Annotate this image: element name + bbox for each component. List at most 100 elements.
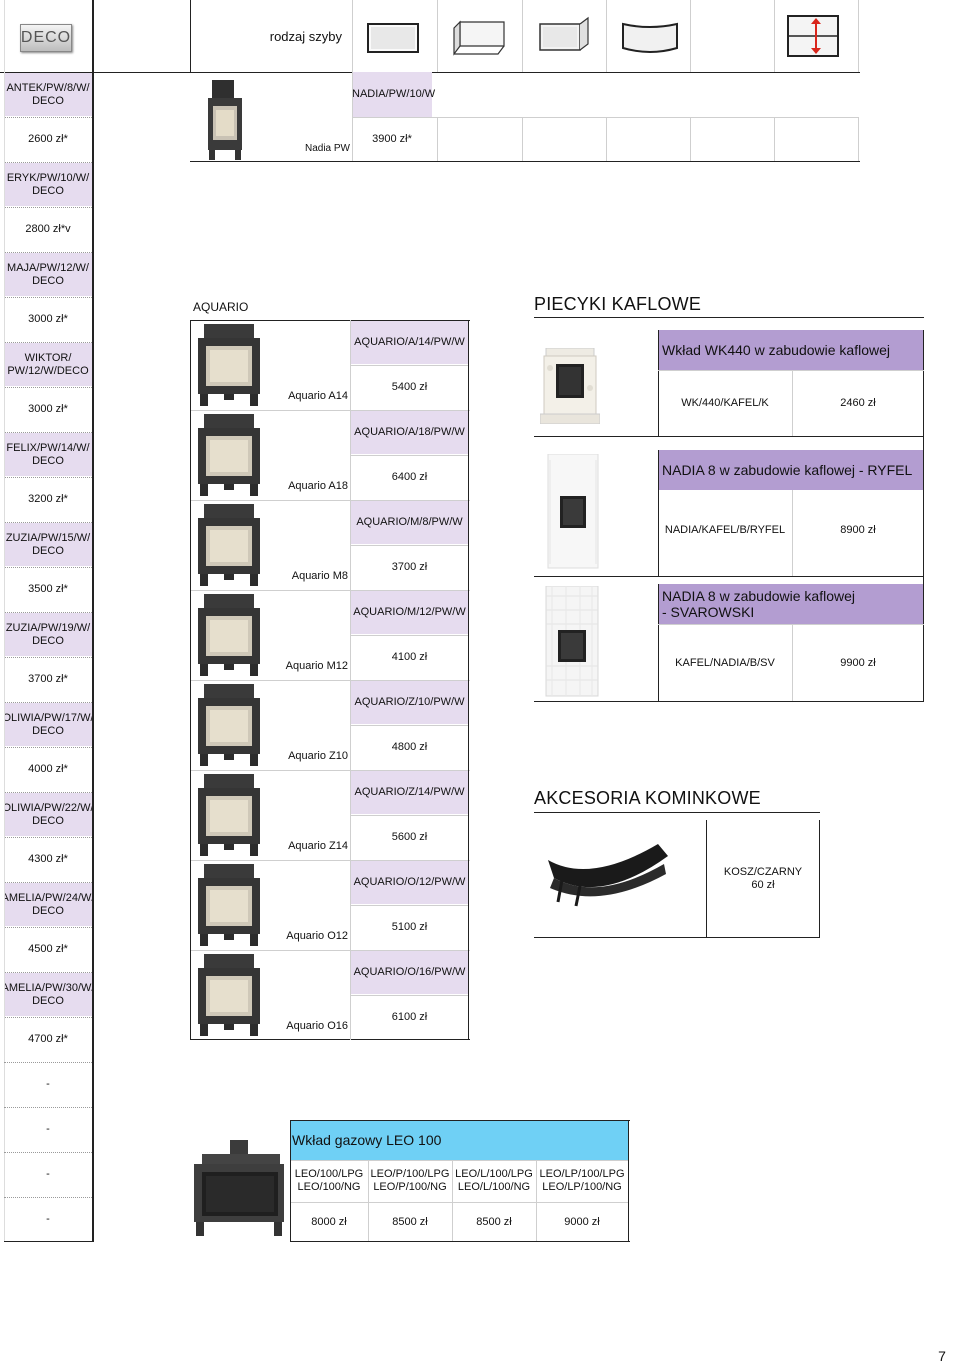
aquario-code: AQUARIO/A/18/PW/W xyxy=(351,411,468,454)
akcesoria-info: KOSZ/CZARNY 60 zł xyxy=(706,820,820,938)
aquario-model: Aquario M12 xyxy=(285,659,348,672)
nadia-pw-image xyxy=(206,80,244,160)
leo-code-ng: LEO/100/NG xyxy=(297,1181,361,1193)
left-item-name: ZUZIA/PW/15/W/ DECO xyxy=(4,523,92,566)
aquario-code: AQUARIO/Z/14/PW/W xyxy=(351,771,468,814)
left-item-price: 4300 zł* xyxy=(28,853,68,865)
leo-code-ng: LEO/LP/100/NG xyxy=(542,1181,622,1193)
aquario-code: AQUARIO/A/14/PW/W xyxy=(351,321,468,364)
nadia-svarowski-code: KAFEL/NADIA/B/SV xyxy=(675,656,775,669)
leo-code-ng: LEO/L/100/NG xyxy=(457,1181,531,1193)
wk440-price: 2460 zł xyxy=(840,396,876,409)
aquario-code: AQUARIO/Z/10/PW/W xyxy=(351,681,468,724)
leo-title: Wkład gazowy LEO 100 xyxy=(290,1120,628,1160)
aquario-model: Aquario O12 xyxy=(286,929,348,942)
left-item-price: 4000 zł* xyxy=(28,763,68,775)
leo-price: 8500 zł xyxy=(392,1215,428,1228)
nadia-svarowski-title: NADIA 8 w zabudowie kaflowej - SVAROWSKI xyxy=(658,584,924,624)
aquario-price: 5600 zł xyxy=(391,831,428,843)
glass-type-label: rodzaj szyby xyxy=(269,28,342,44)
aquario-price: 6400 zł xyxy=(391,471,428,483)
log-basket-image xyxy=(540,840,672,910)
leo-price: 8500 zł xyxy=(476,1215,512,1228)
left-item-price: 2600 zł* xyxy=(28,133,68,145)
piecyki-table: Wkład WK440 w zabudowie kaflowej WK/440/… xyxy=(534,330,924,702)
left-item-name: AMELIA/PW/24/W/ DECO xyxy=(4,883,92,926)
left-dash-cell: - xyxy=(46,1213,50,1225)
aquario-model: Aquario A14 xyxy=(288,389,348,402)
flat-glass-icon xyxy=(366,20,422,56)
left-item-name: AMELIA/PW/30/W/ DECO xyxy=(4,973,92,1016)
leo-price: 8000 zł xyxy=(311,1215,347,1228)
left-item-price: 4700 zł* xyxy=(28,1033,68,1045)
aquario-price: 3700 zł xyxy=(391,561,428,573)
leo-image xyxy=(192,1140,288,1238)
deco-logo-text: DECO xyxy=(20,29,72,46)
left-item-name: OLIWIA/PW/22/W/ DECO xyxy=(4,793,92,836)
akcesoria-code: KOSZ/CZARNY xyxy=(723,866,803,878)
nadia-svarowski-title-line1: NADIA 8 w zabudowie kaflowej xyxy=(662,588,855,604)
akcesoria-title: AKCESORIA KOMINKOWE xyxy=(534,787,761,808)
wk440-image xyxy=(540,348,600,424)
aquario-price: 4100 zł xyxy=(391,651,428,663)
left-dash-cell: - xyxy=(46,1078,50,1090)
deco-logo: DECO xyxy=(20,24,72,52)
left-item-name: OLIWIA/PW/17/W/ DECO xyxy=(4,703,92,746)
left-item-name: MAJA/PW/12/W/ DECO xyxy=(4,253,92,296)
piecyki-title: PIECYKI KAFLOWE xyxy=(534,293,702,314)
left-item-name: ANTEK/PW/8/W/ DECO xyxy=(4,73,92,116)
nadia-svarowski-price: 9900 zł xyxy=(840,656,876,669)
aquario-fireplace-image xyxy=(196,594,262,676)
akcesoria-table: KOSZ/CZARNY 60 zł xyxy=(534,820,820,938)
aquario-model: Aquario O16 xyxy=(286,1019,348,1032)
aquario-fireplace-image xyxy=(196,324,262,406)
aquario-fireplace-image xyxy=(196,774,262,856)
aquario-code: AQUARIO/O/16/PW/W xyxy=(351,951,468,994)
header-row: DECO rodzaj szyby xyxy=(0,0,860,73)
aquario-price: 4800 zł xyxy=(391,741,428,753)
left-dash-cell: - xyxy=(46,1168,50,1180)
nadia-pw-price: 3900 zł* xyxy=(372,133,412,145)
left-item-price: 3500 zł* xyxy=(28,583,68,595)
leo-code-lpg: LEO/LP/100/LPG xyxy=(539,1168,625,1180)
nadia-ryfel-image xyxy=(544,454,602,570)
aquario-code: AQUARIO/O/12/PW/W xyxy=(351,861,468,904)
lift-glass-icon xyxy=(786,14,842,58)
page-number: 7 xyxy=(938,1347,946,1364)
nadia-ryfel-price: 8900 zł xyxy=(840,523,876,536)
left-product-list: ANTEK/PW/8/W/ DECO 2600 zł* ERYK/PW/10/W/ … xyxy=(0,72,93,1242)
left-item-price: 3700 zł* xyxy=(28,673,68,685)
bent-edge-glass-icon xyxy=(534,16,594,58)
left-item-price: 3200 zł* xyxy=(28,493,68,505)
left-item-name: WIKTOR/ PW/12/W/DECO xyxy=(4,343,92,386)
aquario-model: Aquario Z10 xyxy=(288,749,348,762)
aquario-price: 5400 zł xyxy=(391,381,428,393)
leo-code-lpg: LEO/P/100/LPG xyxy=(370,1168,450,1180)
aquario-fireplace-image xyxy=(196,504,262,586)
aquario-model: Aquario A18 xyxy=(288,479,348,492)
aquario-model: Aquario Z14 xyxy=(288,839,348,852)
left-item-price: 2800 zł*v xyxy=(25,223,71,235)
left-dash-cell: - xyxy=(46,1123,50,1135)
nadia-ryfel-title: NADIA 8 w zabudowie kaflowej - RYFEL xyxy=(658,450,924,490)
nadia-svarowski-title-line2: - SVAROWSKI xyxy=(662,604,755,620)
left-item-name: FELIX/PW/14/W/ DECO xyxy=(4,433,92,476)
leo-code-lpg: LEO/100/LPG xyxy=(294,1168,364,1180)
aquario-model: Aquario M8 xyxy=(291,569,348,582)
nadia-pw-code: NADIA/PW/10/W xyxy=(352,72,435,117)
leo-code-lpg: LEO/L/100/LPG xyxy=(455,1168,533,1180)
aquario-price: 6100 zł xyxy=(391,1011,428,1023)
angled-glass-icon xyxy=(450,16,510,58)
aquario-code: AQUARIO/M/12/PW/W xyxy=(351,591,468,634)
curved-glass-icon xyxy=(620,18,680,58)
left-item-price: 3000 zł* xyxy=(28,403,68,415)
wk440-code: WK/440/KAFEL/K xyxy=(681,396,769,409)
left-item-name: ERYK/PW/10/W/ DECO xyxy=(4,163,92,206)
aquario-table: Aquario A14 AQUARIO/A/14/PW/W 5400 zł Aquar… xyxy=(190,320,470,1040)
akcesoria-price: 60 zł xyxy=(751,879,775,891)
aquario-code: AQUARIO/M/8/PW/W xyxy=(351,501,468,544)
